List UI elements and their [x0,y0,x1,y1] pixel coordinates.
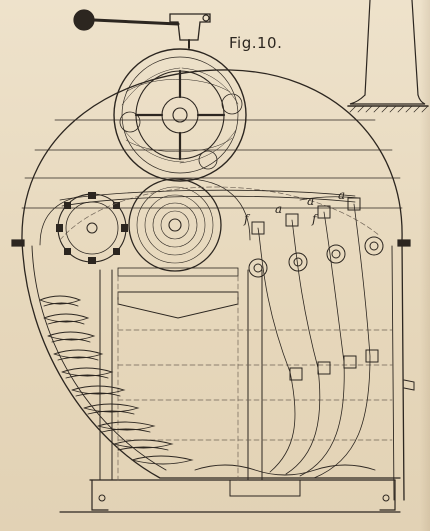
upper-drum [113,48,247,182]
label-a-1: a [275,202,283,216]
lever-handle [73,9,211,49]
page-fold-shadow [420,0,430,531]
lower-drum [128,178,251,272]
feed-lines [39,189,356,246]
serpentine-windings [39,295,376,476]
chimney-stand [347,0,429,113]
figure-label: Fig.10. [229,34,283,52]
top-spindles [251,197,361,235]
outer-casing [11,69,415,501]
middle-rollers [248,236,384,278]
dashed-lines [59,186,393,481]
guide-lines [21,119,403,209]
machine-frame [59,267,401,513]
label-f-2: f [312,212,317,226]
label-a-3: a [338,188,346,202]
label-a-2: a [307,194,315,208]
spindle-rollers [248,196,384,479]
label-f-1: f [244,212,249,226]
